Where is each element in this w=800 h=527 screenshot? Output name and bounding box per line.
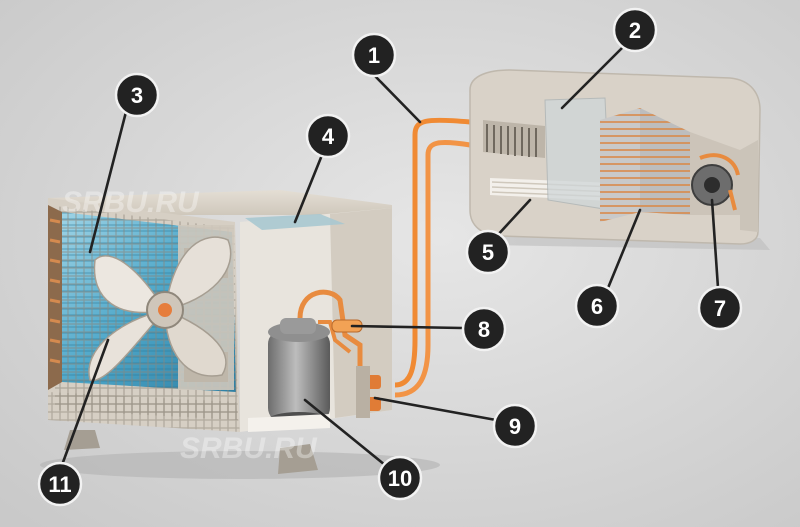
service-valves bbox=[356, 366, 381, 418]
watermark-top: SRBU.RU bbox=[62, 186, 200, 219]
leader-6 bbox=[606, 208, 642, 290]
callout-10-label: 10 bbox=[388, 466, 412, 491]
callout-4-label: 4 bbox=[322, 124, 335, 149]
leader-8 bbox=[350, 324, 464, 330]
watermark-bottom: SRBU.RU bbox=[180, 432, 318, 465]
callout-5: 5 bbox=[465, 229, 511, 275]
fan-blades bbox=[88, 236, 232, 382]
indoor-unit bbox=[469, 69, 770, 250]
leader-lines bbox=[60, 43, 720, 467]
evaporator-coil bbox=[600, 108, 690, 222]
leader-10 bbox=[303, 398, 387, 467]
refrigerant-lines bbox=[394, 117, 471, 398]
callout-6: 6 bbox=[574, 283, 620, 329]
callout-7: 7 bbox=[697, 285, 743, 331]
callout-2: 2 bbox=[612, 7, 658, 53]
leader-3 bbox=[88, 106, 129, 254]
callout-4: 4 bbox=[305, 113, 351, 159]
leader-4 bbox=[293, 153, 324, 224]
leader-9 bbox=[373, 396, 498, 422]
leader-2 bbox=[560, 43, 627, 110]
callout-3: 3 bbox=[114, 72, 160, 118]
callout-1: 1 bbox=[351, 32, 397, 78]
leader-7 bbox=[710, 198, 720, 290]
callout-7-label: 7 bbox=[714, 296, 726, 321]
callout-8: 8 bbox=[461, 306, 507, 352]
callout-11: 11 bbox=[37, 461, 83, 507]
leader-5 bbox=[493, 198, 532, 240]
callout-10: 10 bbox=[377, 455, 423, 501]
callout-9: 9 bbox=[492, 403, 538, 449]
callout-6-label: 6 bbox=[591, 294, 603, 319]
callout-9-label: 9 bbox=[509, 414, 521, 439]
leader-1 bbox=[372, 73, 422, 124]
callout-11-label: 11 bbox=[48, 472, 71, 497]
callout-5-label: 5 bbox=[482, 240, 494, 265]
callout-8-label: 8 bbox=[478, 317, 490, 342]
callout-3-label: 3 bbox=[131, 83, 143, 108]
callout-2-label: 2 bbox=[629, 18, 641, 43]
leader-11 bbox=[60, 338, 110, 467]
callout-1-label: 1 bbox=[368, 43, 380, 68]
